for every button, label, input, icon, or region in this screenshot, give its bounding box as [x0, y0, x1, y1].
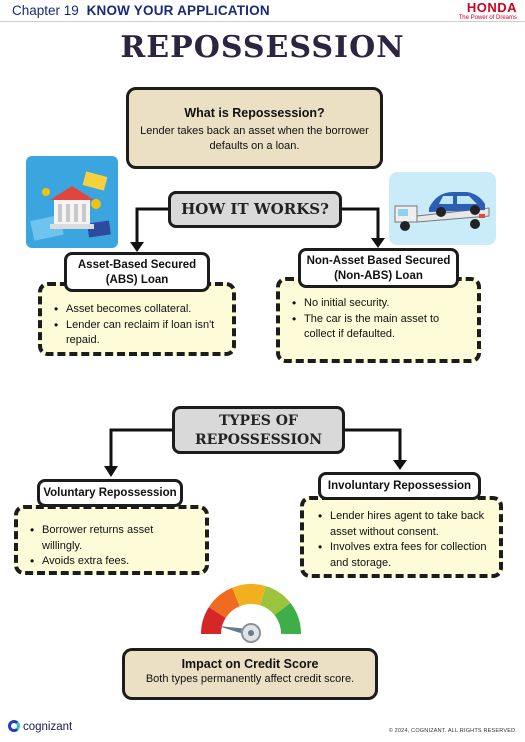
definition-text: Lender takes back an asset when the borr…: [140, 125, 369, 152]
arrow-how-to-abs: [135, 207, 168, 244]
abs-loan-details: Asset becomes collateral. Lender can rec…: [38, 282, 236, 356]
arrow-types-to-voluntary: [109, 428, 172, 468]
brand-name: HONDA: [466, 0, 517, 15]
list-item: The car is the main asset to collect if …: [292, 312, 467, 343]
abs-loan-title: Asset-Based Secured (ABS) Loan: [64, 252, 210, 292]
cognizant-logo-mark-icon: [8, 720, 20, 732]
brand-logo: HONDA The Power of Dreams: [458, 0, 517, 22]
cognizant-logo: cognizant: [8, 720, 72, 733]
list-item: Lender can reclaim if loan isn't repaid.: [54, 318, 222, 349]
non-abs-title-line2: (Non-ABS) Loan: [334, 270, 423, 282]
list-item: Asset becomes collateral.: [54, 302, 222, 318]
abs-points-list: Asset becomes collateral. Lender can rec…: [54, 302, 222, 349]
abs-title-line2: (ABS) Loan: [105, 274, 169, 286]
arrow-how-to-nonabs: [342, 207, 380, 240]
voluntary-details: Borrower returns asset willingly. Avoids…: [14, 505, 209, 575]
list-item: Lender hires agent to take back asset wi…: [318, 509, 491, 540]
definition-heading: What is Repossession?: [184, 106, 325, 120]
non-abs-loan-details: No initial security. The car is the main…: [276, 277, 481, 363]
abs-title-line1: Asset-Based Secured: [77, 259, 197, 271]
bank-illustration-icon: [26, 156, 118, 248]
brand-tagline: The Power of Dreams: [458, 15, 517, 21]
list-item: Borrower returns asset willingly.: [30, 523, 195, 554]
page-title: REPOSSESSION: [120, 30, 405, 65]
copyright-notice: © 2024, COGNIZANT. ALL RIGHTS RESERVED.: [388, 728, 517, 734]
tow-truck-illustration-icon: [389, 172, 496, 245]
involuntary-details: Lender hires agent to take back asset wi…: [300, 496, 503, 578]
non-abs-points-list: No initial security. The car is the main…: [292, 296, 467, 343]
arrowhead-voluntary: [104, 466, 118, 477]
types-heading: TYPES OF REPOSSESSION: [172, 406, 345, 454]
involuntary-title: Involuntary Repossession: [318, 472, 481, 500]
types-heading-line2: REPOSSESSION: [194, 432, 323, 448]
arrowhead-nonabs: [371, 238, 385, 248]
credit-score-gauge-icon: [196, 578, 306, 644]
definition-box: What is Repossession? Lender takes back …: [126, 87, 383, 169]
voluntary-title: Voluntary Repossession: [37, 479, 183, 507]
types-heading-line1: TYPES OF: [219, 413, 298, 429]
arrowhead-abs: [130, 242, 144, 252]
cognizant-logo-text: cognizant: [23, 721, 73, 733]
section-title: KNOW YOUR APPLICATION: [86, 3, 270, 18]
list-item: Avoids extra fees.: [30, 554, 195, 570]
how-it-works-heading: HOW IT WORKS?: [168, 191, 342, 228]
list-item: No initial security.: [292, 296, 467, 312]
chapter-label: Chapter 19 KNOW YOUR APPLICATION: [12, 3, 270, 18]
voluntary-points-list: Borrower returns asset willingly. Avoids…: [30, 523, 195, 570]
arrowhead-involuntary: [393, 460, 407, 470]
involuntary-points-list: Lender hires agent to take back asset wi…: [318, 509, 491, 571]
chapter-number: Chapter 19: [12, 3, 79, 18]
credit-impact-text: Both types permanently affect credit sco…: [145, 673, 355, 685]
non-abs-title-line1: Non-Asset Based Secured: [306, 255, 451, 267]
list-item: Involves extra fees for collection and s…: [318, 540, 491, 571]
non-abs-loan-title: Non-Asset Based Secured (Non-ABS) Loan: [298, 248, 459, 288]
credit-impact-heading: Impact on Credit Score: [181, 657, 319, 671]
arrow-types-to-involuntary: [345, 428, 402, 462]
page-header: Chapter 19 KNOW YOUR APPLICATION HONDA T…: [0, 0, 525, 22]
credit-impact-box: Impact on Credit Score Both types perman…: [122, 648, 378, 700]
